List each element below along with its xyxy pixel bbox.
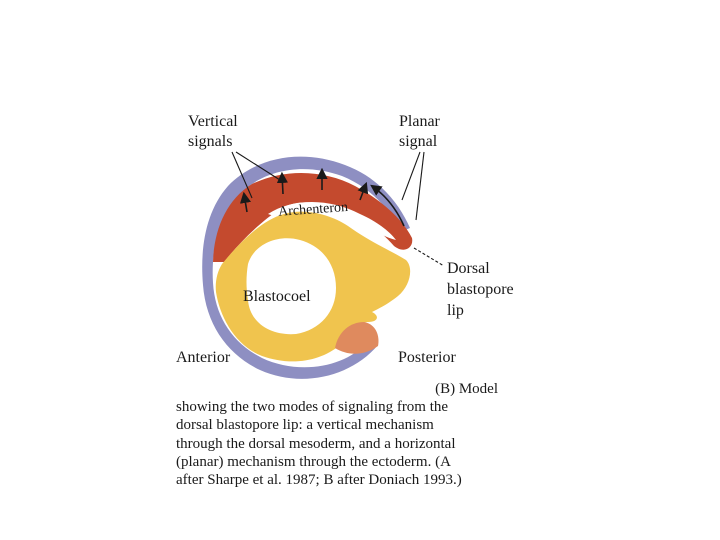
vertical-signals-line: Vertical bbox=[188, 113, 238, 130]
figure-caption: (B) Model showing the two modes of signa… bbox=[176, 380, 506, 489]
planar-signal-line: Planar bbox=[399, 113, 441, 130]
dorsal-lip-line: blastopore bbox=[447, 281, 514, 298]
vertical-signal-arrow bbox=[357, 181, 369, 201]
caption-line: after Sharpe et al. 1987; B after Doniac… bbox=[176, 472, 462, 489]
archenteron-cavity bbox=[268, 202, 396, 240]
vertical-signals-label: Vertical signals bbox=[188, 113, 242, 150]
anterior-label: Anterior bbox=[176, 349, 231, 366]
blastocoel-cavity bbox=[246, 238, 336, 335]
vertical-signals-line: signals bbox=[188, 133, 232, 150]
dorsal-lip-line: lip bbox=[447, 302, 464, 319]
vertical-signal-arrow bbox=[276, 171, 289, 195]
leader-line bbox=[415, 151, 425, 221]
caption-line: dorsal blastopore lip: a vertical mechan… bbox=[176, 417, 434, 434]
posterior-patch bbox=[335, 322, 379, 354]
caption-line: (B) Model bbox=[435, 381, 498, 397]
posterior-label: Posterior bbox=[398, 349, 456, 366]
planar-signal-arrow bbox=[370, 184, 405, 227]
leader-line bbox=[413, 247, 445, 267]
blastocoel-label: Blastocoel bbox=[243, 288, 311, 305]
leader-line bbox=[401, 151, 421, 201]
archenteron-label: Archenteron bbox=[278, 200, 349, 220]
planar-signal-line: signal bbox=[399, 133, 438, 150]
leader-line bbox=[231, 151, 253, 199]
caption-line: showing the two modes of signaling from … bbox=[176, 399, 449, 416]
caption-line: (planar) mechanism through the ectoderm.… bbox=[176, 453, 451, 470]
leader-line bbox=[235, 151, 281, 181]
caption-line: through the dorsal mesoderm, and a horiz… bbox=[176, 435, 456, 452]
planar-signal-label: Planar signal bbox=[399, 113, 444, 150]
dorsal-lip-label: Dorsal blastopore lip bbox=[447, 260, 518, 319]
vertical-signal-arrow bbox=[239, 191, 251, 213]
dorsal-lip-line: Dorsal bbox=[447, 260, 490, 277]
